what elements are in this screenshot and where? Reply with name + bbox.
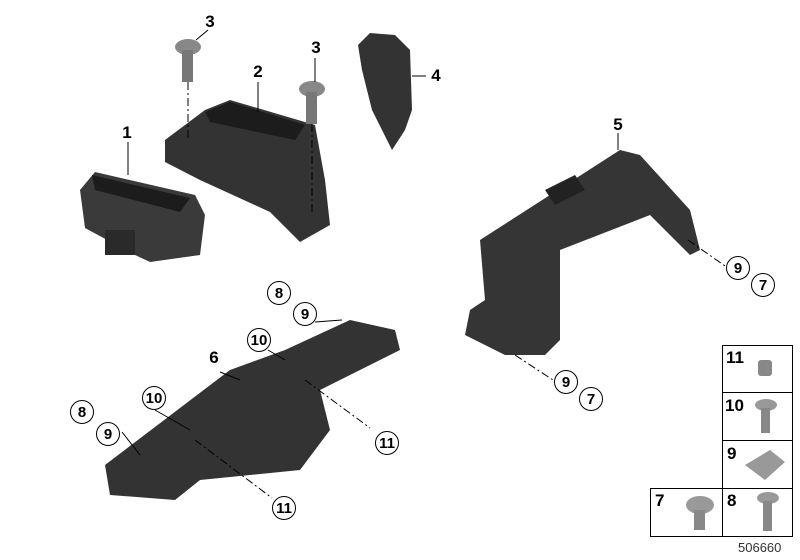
callout-10a: 10 (247, 328, 271, 352)
cover-bracket-5 (465, 150, 700, 355)
callout-1: 1 (122, 123, 132, 142)
clip-nut-9-icon (745, 450, 785, 480)
legend-8: 8 (727, 491, 737, 510)
callout-3b: 3 (311, 38, 321, 57)
leader-lines (121, 29, 729, 499)
callout-3a: 3 (205, 12, 215, 31)
callout-6: 6 (209, 348, 219, 367)
callout-7d: 7 (579, 387, 603, 411)
callout-9b: 9 (96, 422, 120, 446)
screw-3b (299, 81, 325, 124)
connector-housing-2 (165, 100, 330, 242)
screw-3a (175, 39, 201, 82)
diagram-id: 506660 (738, 540, 782, 555)
callout-5: 5 (613, 115, 623, 134)
connector-housing-1 (80, 172, 205, 262)
legend-box (650, 345, 793, 537)
callout-4: 4 (431, 66, 441, 85)
callout-8a: 8 (267, 281, 291, 305)
callout-10b: 10 (142, 386, 166, 410)
legend-10: 10 (725, 396, 744, 415)
callout-2: 2 (253, 62, 263, 81)
callout-11b: 11 (272, 496, 296, 520)
legend-11: 11 (726, 348, 744, 367)
nut-11-icon (758, 360, 772, 376)
callout-9d: 9 (554, 370, 578, 394)
legend-7: 7 (655, 491, 665, 510)
callout-7c: 7 (751, 273, 775, 297)
screw-8-icon (757, 492, 779, 531)
screw-10-icon (755, 399, 777, 433)
callout-11a: 11 (375, 431, 399, 455)
screw-7-icon (686, 496, 714, 530)
callout-9a: 9 (293, 302, 317, 326)
legend-9: 9 (727, 444, 737, 463)
callout-8b: 8 (70, 400, 94, 424)
callout-9c: 9 (726, 256, 750, 280)
holder-6 (105, 320, 400, 500)
clip-4 (358, 33, 412, 150)
